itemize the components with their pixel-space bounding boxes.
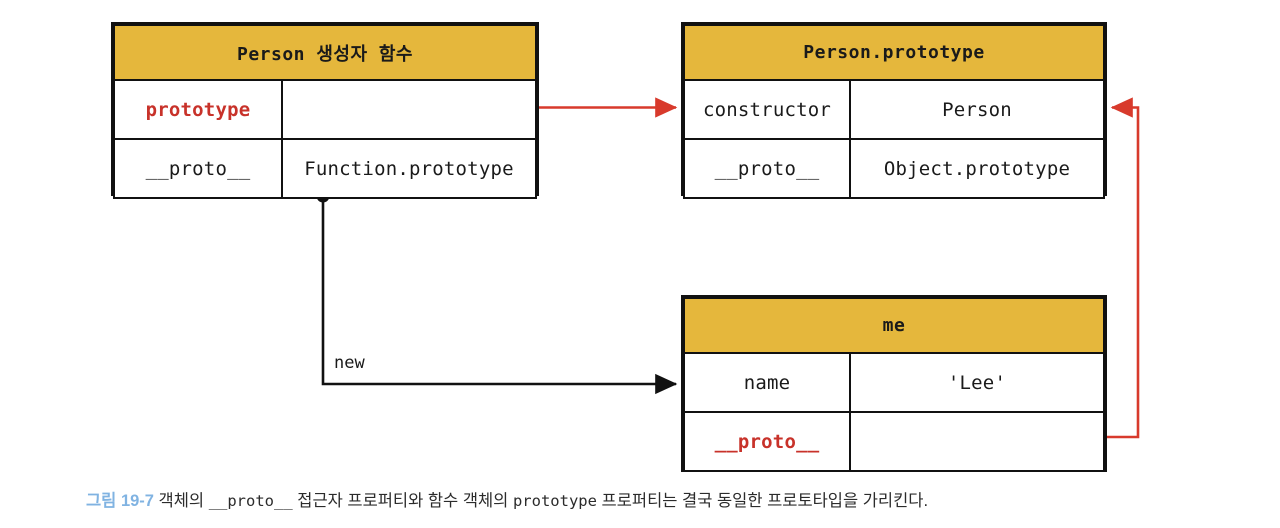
property-key-proto: __proto__ xyxy=(113,138,283,199)
table-header-person-prototype: Person.prototype xyxy=(683,24,1105,81)
object-table-person-prototype: Person.prototype constructor Person __pr… xyxy=(681,22,1107,199)
property-key-proto: __proto__ xyxy=(683,411,851,472)
property-value-prototype xyxy=(281,79,537,140)
edge-label-new: new xyxy=(334,353,365,373)
caption-part-3: 프로퍼티는 결국 동일한 프로토타입을 가리킨다. xyxy=(596,492,929,510)
property-value-proto: Function.prototype xyxy=(281,138,537,199)
caption-part-2: 접근자 프로퍼티와 함수 객체의 xyxy=(292,492,513,510)
table-row: __proto__ Function.prototype xyxy=(113,138,537,199)
table-row: __proto__ Object.prototype xyxy=(683,138,1105,199)
property-key-name: name xyxy=(683,352,851,413)
object-table-person-constructor: Person 생성자 함수 prototype __proto__ Functi… xyxy=(111,22,539,199)
table-row: __proto__ xyxy=(683,411,1105,472)
table-header-person-constructor: Person 생성자 함수 xyxy=(113,24,537,81)
property-key-prototype: prototype xyxy=(113,79,283,140)
property-value-name: 'Lee' xyxy=(849,352,1105,413)
object-table-me: me name 'Lee' __proto__ xyxy=(681,295,1107,472)
table-header-me: me xyxy=(683,297,1105,354)
property-value-constructor: Person xyxy=(849,79,1105,140)
property-key-constructor: constructor xyxy=(683,79,851,140)
table-row: name 'Lee' xyxy=(683,352,1105,413)
table-row: prototype xyxy=(113,79,537,140)
caption-part-1: 객체의 xyxy=(153,492,209,510)
figure-caption: 그림 19-7 객체의 __proto__ 접근자 프로퍼티와 함수 객체의 p… xyxy=(86,490,1206,513)
caption-code-proto: __proto__ xyxy=(208,492,293,510)
property-key-proto: __proto__ xyxy=(683,138,851,199)
caption-code-prototype: prototype xyxy=(512,492,597,510)
edge-new-instance xyxy=(316,189,678,395)
property-value-proto xyxy=(849,411,1105,472)
property-value-proto: Object.prototype xyxy=(849,138,1105,199)
figure-number: 그림 19-7 xyxy=(86,492,154,510)
table-row: constructor Person xyxy=(683,79,1105,140)
